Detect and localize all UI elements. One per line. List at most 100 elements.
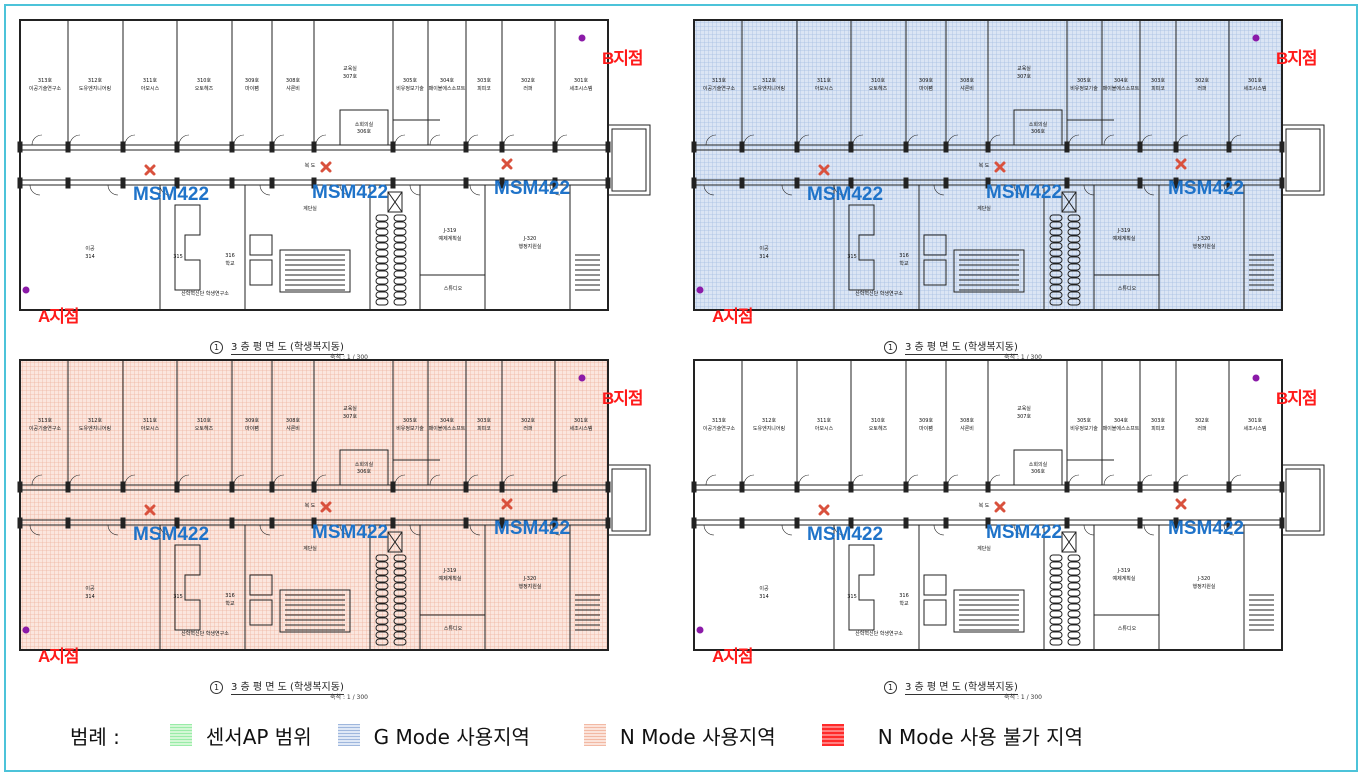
ap-label: MSM422 — [494, 178, 571, 199]
room-label: 302호 — [1195, 418, 1210, 424]
room-label: 314 — [759, 254, 769, 260]
room-label: 314 — [85, 594, 95, 600]
ap-marker-icon — [501, 498, 513, 510]
room-label: 세조시스템 — [569, 425, 592, 432]
room-label: 302호 — [1195, 78, 1210, 84]
room-label: 309호 — [245, 418, 260, 424]
ap-label: MSM422 — [312, 182, 389, 203]
room-label: 302호 — [521, 78, 536, 84]
room-label: 이공기술연구소 — [703, 425, 736, 432]
ap-label: MSM422 — [133, 184, 210, 205]
room-label: 311호 — [143, 78, 158, 84]
room-label: 교육실 — [1017, 65, 1031, 72]
room-label: 스튜디오 — [1118, 625, 1137, 632]
ap-marker-icon — [501, 158, 513, 170]
ap-marker-icon — [994, 161, 1006, 173]
room-label: 310호 — [871, 78, 886, 84]
room-label: 피피코 — [1151, 425, 1165, 432]
room-label: 309호 — [919, 418, 934, 424]
room-label: 315 — [847, 254, 857, 260]
caption-number: 1 — [884, 341, 897, 354]
legend-label: 센서AP 범위 — [205, 724, 312, 749]
caption-scale: 축척 : 1 / 300 — [330, 354, 368, 361]
point-b-dot — [578, 34, 586, 42]
ap-marker-icon — [818, 164, 830, 176]
room-label: 소회의실 — [355, 461, 374, 468]
ap-label: MSM422 — [807, 184, 884, 205]
room-label: 복 도 — [979, 503, 990, 509]
room-label: 310호 — [871, 418, 886, 424]
room-label: 세조시스템 — [1243, 425, 1266, 432]
room-label: 315 — [847, 594, 857, 600]
point-b-label: B지점 — [602, 49, 644, 68]
room-label: 301호 — [574, 78, 589, 84]
point-a-label: A지점 — [38, 647, 80, 666]
room-label: 샤론비 — [960, 85, 974, 92]
room-label: 산학혁신단 학생연구소 — [855, 290, 903, 297]
point-b-dot — [578, 374, 586, 382]
room-label: 패이블에스소프트 — [429, 425, 466, 432]
caption-number: 1 — [210, 341, 223, 354]
room-label: 오토헤즈 — [195, 425, 214, 432]
room-label: 도유엔지니어링 — [79, 425, 111, 432]
room-label: 303호 — [1151, 418, 1166, 424]
room-label: 비유정보기술 — [396, 425, 424, 432]
room-label: J-319 — [443, 568, 457, 574]
room-label: 스튜디오 — [444, 625, 463, 632]
room-label: 행정지원실 — [1192, 583, 1215, 590]
room-label: 피피코 — [477, 85, 491, 92]
caption-number: 1 — [884, 681, 897, 694]
room-label: 학교 — [225, 260, 235, 267]
legend: 범례 : 센서AP 범위 G Mode 사용지역 N Mode 사용지역 N M… — [70, 720, 1109, 750]
room-label: 계단실 — [303, 205, 317, 212]
room-label: 예제계획실 — [438, 575, 461, 582]
room-label: 312호 — [88, 78, 103, 84]
room-label: 311호 — [817, 78, 832, 84]
ap-marker-icon — [994, 501, 1006, 513]
point-a-label: A지점 — [712, 307, 754, 326]
ap-marker-icon — [1175, 498, 1187, 510]
room-label: 마이팸 — [245, 85, 259, 92]
floor-plan-walls — [691, 19, 1325, 311]
room-label: 계단실 — [977, 545, 991, 552]
room-label: 309호 — [919, 78, 934, 84]
floor-plan-walls — [17, 359, 651, 651]
room-label: 복 도 — [979, 163, 990, 169]
room-label: 313호 — [712, 418, 727, 424]
room-label: 피피코 — [477, 425, 491, 432]
caption-title: 3 층 평 면 도 (학생복지동) — [231, 682, 344, 695]
room-label: 308호 — [286, 78, 301, 84]
legend-item-sensor-ap: 센서AP 범위 — [169, 721, 324, 750]
room-label: J-319 — [1117, 568, 1131, 574]
room-label: 예제계획실 — [1112, 575, 1135, 582]
point-a-label: A지점 — [38, 307, 80, 326]
floor-plan-walls — [691, 359, 1325, 651]
room-label: 313호 — [712, 78, 727, 84]
room-label: 스튜디오 — [1118, 285, 1137, 292]
room-label: 패이블에스소프트 — [1103, 85, 1140, 92]
floor-plan-drawing: 313호이공기술연구소312호도유엔지니어링311호아모시스310호오토헤즈30… — [691, 19, 1325, 311]
room-label: 패이블에스소프트 — [1103, 425, 1140, 432]
caption-number: 1 — [210, 681, 223, 694]
room-labels: 313호이공기술연구소312호도유엔지니어링311호아모시스310호오토헤즈30… — [29, 65, 593, 297]
caption-title: 3 층 평 면 도 (학생복지동) — [905, 342, 1018, 355]
room-label: 도유엔지니어링 — [753, 85, 785, 92]
room-label: 계단실 — [977, 205, 991, 212]
point-b-label: B지점 — [602, 389, 644, 408]
ap-marker-icon — [320, 501, 332, 513]
room-label: 세조시스템 — [1243, 85, 1266, 92]
room-label: 아모시스 — [141, 425, 160, 432]
ap-label: MSM422 — [494, 518, 571, 539]
room-label: 307호 — [1017, 414, 1032, 420]
room-label: 312호 — [88, 418, 103, 424]
room-label: J-319 — [1117, 228, 1131, 234]
legend-item-n-mode: N Mode 사용지역 — [583, 721, 788, 750]
room-label: 세조시스템 — [569, 85, 592, 92]
room-label: 308호 — [960, 418, 975, 424]
room-label: J-320 — [1197, 576, 1211, 582]
room-labels: 313호이공기술연구소312호도유엔지니어링311호아모시스310호오토헤즈30… — [703, 65, 1267, 297]
legend-swatch-red — [821, 724, 844, 746]
room-label: 313호 — [38, 418, 53, 424]
